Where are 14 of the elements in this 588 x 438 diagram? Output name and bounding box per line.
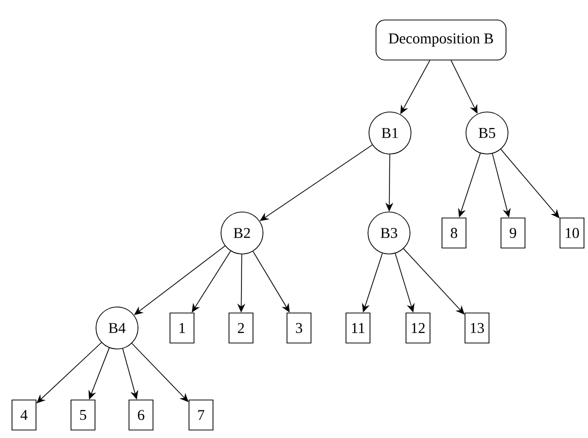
leaf-box: 8 [442, 218, 466, 248]
leaf-box: 13 [464, 312, 490, 344]
leaf-box: 2 [228, 312, 254, 344]
root-box: Decomposition B [376, 20, 506, 60]
leaf-box: 10 [560, 218, 584, 248]
leaf-box: 1 [170, 312, 194, 344]
leaf-box: 7 [188, 400, 214, 430]
leaf-box: 12 [406, 312, 430, 344]
leaf-box: 6 [128, 400, 154, 430]
leaf-box: 5 [70, 400, 96, 430]
leaf-box: 3 [286, 312, 312, 344]
leaf-box: 9 [500, 218, 526, 248]
leaf-box: 4 [12, 400, 36, 430]
leaf-box: 11 [346, 312, 370, 344]
